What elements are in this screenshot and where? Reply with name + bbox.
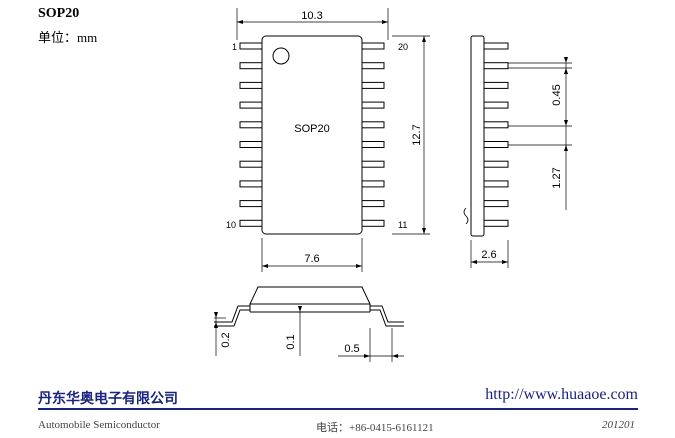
lead-side [483, 141, 509, 148]
lead-right [361, 101, 385, 109]
side-pins [483, 42, 509, 227]
pin-20-label: 20 [398, 42, 408, 52]
lead-left [239, 42, 263, 50]
pin-11-label: 11 [398, 220, 407, 230]
unit-label: 单位：mm [38, 30, 98, 45]
lead-left [239, 219, 263, 227]
lead-left [239, 200, 263, 208]
pin-10-label: 10 [226, 220, 236, 230]
lead-right [361, 121, 385, 129]
right-pins [361, 42, 385, 227]
phone-number: 电话：+86-0415-6161121 [316, 422, 434, 434]
company-subtitle: Automobile Semiconductor [38, 419, 160, 431]
dim-body-label: 7.6 [304, 253, 319, 265]
front-view [214, 286, 404, 362]
lead-right [361, 180, 385, 188]
lead-side [483, 81, 509, 89]
left-pins [239, 42, 263, 227]
lead-side [483, 121, 509, 129]
dim-lead-length-label: 0.5 [344, 343, 359, 355]
lead-side [483, 42, 509, 50]
pin-1-label: 1 [232, 42, 237, 52]
dim-pitch-label: 1.27 [551, 167, 563, 188]
lead-left [239, 62, 263, 70]
lead-right [361, 219, 385, 227]
lead-side [483, 180, 509, 188]
company-name: 丹东华奥电子有限公司 [38, 390, 178, 406]
lead-side [483, 219, 509, 227]
lead-left [239, 160, 263, 168]
lead-right [361, 160, 385, 168]
lead-side [483, 101, 509, 109]
dimension-arrows [214, 20, 568, 358]
lead-left [239, 121, 263, 129]
chip-body [261, 35, 363, 235]
dim-thickness-label: 0.2 [220, 332, 232, 347]
doc-code: 201201 [602, 419, 635, 431]
lead-side [483, 200, 509, 208]
lead-left [239, 141, 263, 148]
side-view [463, 35, 572, 268]
pin1-marker [272, 47, 290, 65]
lead-right [361, 62, 385, 70]
lead-right [361, 81, 385, 89]
lead-right [361, 200, 385, 208]
footer-divider [38, 408, 638, 410]
lead-left [239, 101, 263, 109]
chip-label: SOP20 [294, 123, 329, 135]
top-view [236, 8, 430, 272]
dim-lead-width-label: 0.45 [551, 84, 563, 105]
lead-left [239, 180, 263, 188]
dim-height-label: 12.7 [411, 124, 423, 145]
website-link[interactable]: http://www.huaaoe.com [485, 386, 638, 403]
dim-depth-label: 2.6 [481, 249, 496, 261]
package-title: SOP20 [38, 6, 80, 21]
lead-right [361, 42, 385, 50]
dim-standoff-label: 0.1 [285, 334, 297, 349]
lead-left [239, 81, 263, 89]
lead-right [361, 141, 385, 148]
lead-side [483, 62, 509, 70]
dim-width-label: 10.3 [301, 10, 322, 22]
lead-side [483, 160, 509, 168]
